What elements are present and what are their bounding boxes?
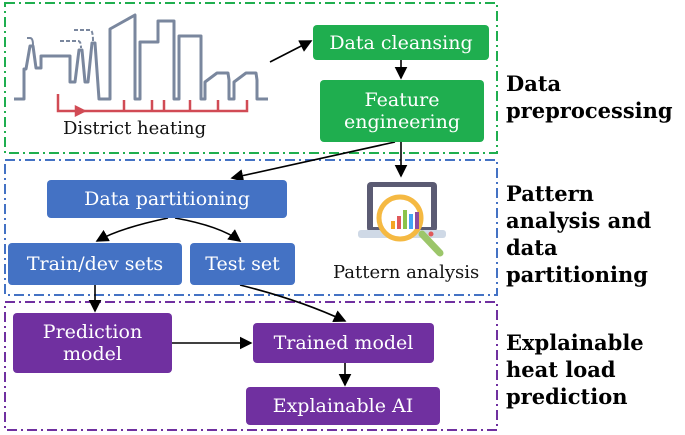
data-cleansing-node: Data cleansing xyxy=(313,25,489,60)
explainable-ai-node: Explainable AI xyxy=(246,387,440,425)
test-set-node: Test set xyxy=(190,243,295,285)
arrow-test-to-trained xyxy=(239,284,347,323)
feature-engineering-node: Feature engineering xyxy=(320,80,484,142)
stage-label-explainable: Explainable heat load prediction xyxy=(506,330,644,409)
district-heating-network-icon xyxy=(56,94,249,118)
stage-label-pattern: Pattern analysis and data partitioning xyxy=(506,181,652,287)
stage-label-preprocessing: Data preprocessing xyxy=(506,71,673,123)
pattern-analysis-label: Pattern analysis xyxy=(333,262,480,283)
stage-border-pattern xyxy=(4,159,498,296)
arrow-partitioning-to-train xyxy=(95,217,169,242)
prediction-model-node: Prediction model xyxy=(13,313,172,373)
stage-border-preprocessing xyxy=(4,2,498,154)
stage-border-explainable xyxy=(4,301,498,431)
train-dev-sets-node: Train/dev sets xyxy=(8,243,182,285)
data-partitioning-node: Data partitioning xyxy=(47,180,287,218)
district-heating-label: District heating xyxy=(63,118,207,139)
trained-model-node: Trained model xyxy=(253,323,434,363)
arrow-partitioning-to-test xyxy=(174,217,242,242)
arrow-feature-to-partitioning xyxy=(230,141,396,182)
pattern-analysis-icon xyxy=(358,182,446,257)
district-heating-skyline-icon xyxy=(14,13,268,101)
arrow-heating-to-cleansing xyxy=(269,40,313,63)
